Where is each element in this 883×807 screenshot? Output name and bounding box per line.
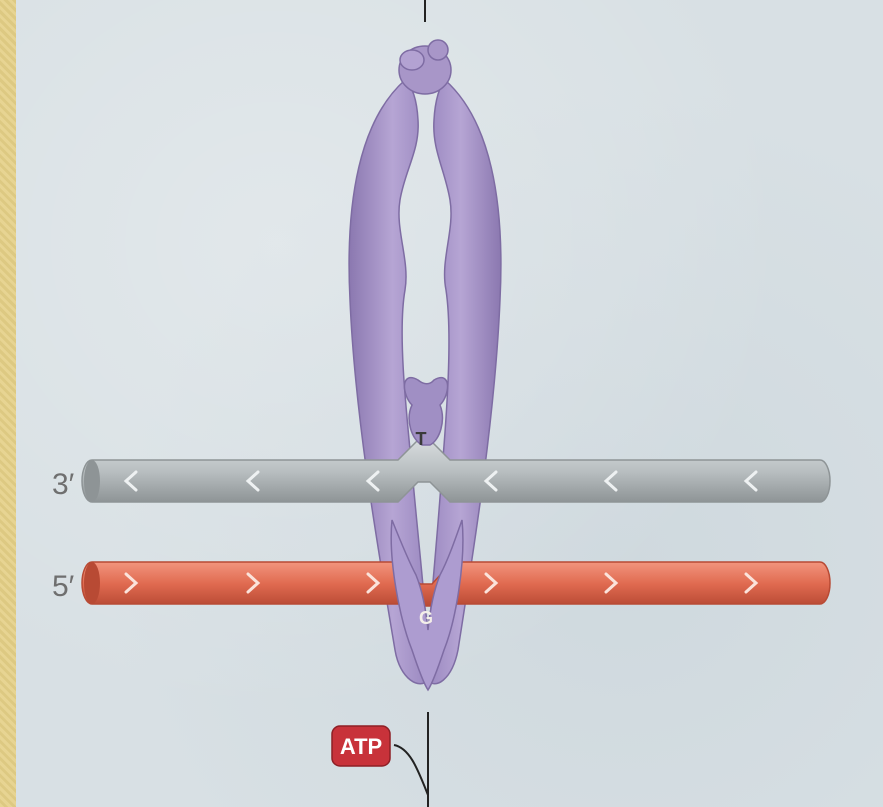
strand-top-end-label: 3′ [52, 468, 75, 501]
base-label-bottom: G [419, 608, 433, 628]
base-label-top: T [416, 429, 427, 449]
atp-badge: ATP [332, 726, 390, 766]
atp-label: ATP [340, 734, 382, 759]
atp-connector [394, 745, 428, 795]
strand-bottom-end-label: 5′ [52, 570, 75, 603]
